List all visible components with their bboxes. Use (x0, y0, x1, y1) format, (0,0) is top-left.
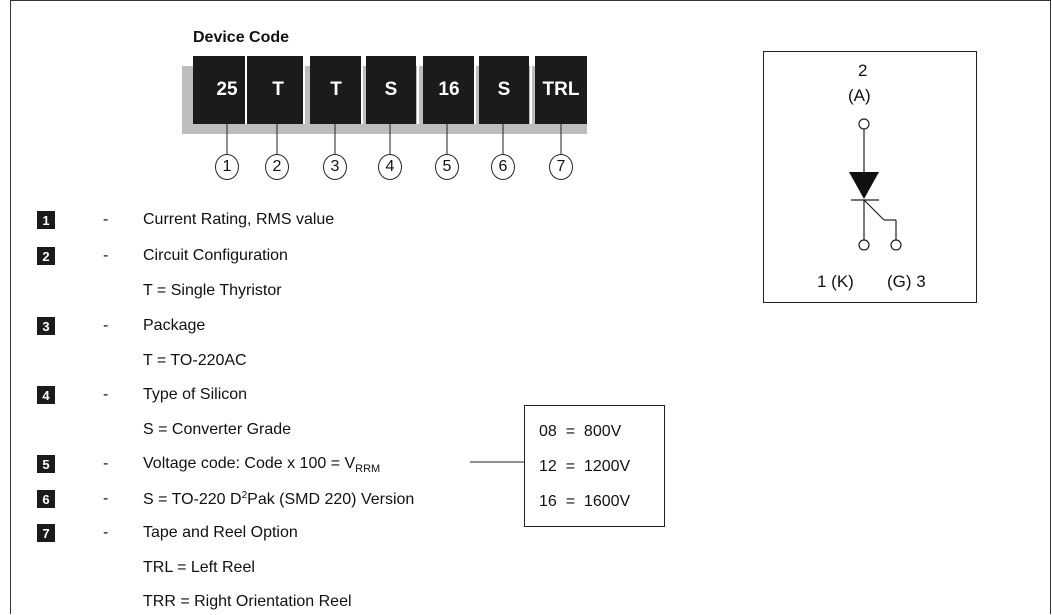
legend-badge-6: 6 (37, 490, 55, 508)
legend-text-3: Package (143, 317, 206, 334)
legend-dash-4: - (103, 386, 109, 403)
voltage-code: 08 (539, 423, 557, 440)
gate-label: (G) 3 (887, 272, 926, 291)
legend-text-6-superscript: 2 (241, 490, 248, 501)
voltage-value: 1200V (583, 458, 631, 475)
legend-subtext-2: T = Single Thyristor (143, 282, 282, 299)
device-code-title: Device Code (193, 29, 290, 46)
code-box-5: 16 (423, 56, 475, 124)
voltage-value: 800V (583, 423, 622, 440)
legend-text-5: Voltage code: Code x 100 = VRRM (143, 455, 380, 475)
anode-pin-number: 2 (858, 61, 868, 80)
position-marker-4: 4 (378, 154, 402, 180)
legend-text-6: S = TO-220 D2Pak (SMD 220) Version (143, 490, 414, 509)
voltage-eq: = (565, 423, 576, 440)
voltage-row: 12 = 1200V (539, 458, 630, 476)
position-marker-1: 1 (215, 154, 239, 180)
legend-subtext-7b: TRR = Right Orientation Reel (143, 593, 352, 610)
legend-text-6-suffix: Pak (SMD 220) Version (247, 491, 415, 508)
legend-text-5-subscript: RRM (355, 463, 381, 475)
legend-badge-5: 5 (37, 455, 55, 473)
legend-subtext-7a: TRL = Left Reel (143, 559, 255, 576)
legend-badge-7: 7 (37, 524, 55, 542)
voltage-eq: = (565, 493, 576, 510)
voltage-value: 1600V (583, 493, 631, 510)
position-marker-7: 7 (549, 154, 573, 180)
diode-triangle (849, 172, 879, 199)
legend-text-7: Tape and Reel Option (143, 524, 298, 541)
position-marker-5: 5 (435, 154, 459, 180)
legend-badge-1: 1 (37, 211, 55, 229)
legend-text-4: Type of Silicon (143, 386, 248, 403)
code-box-4: S (366, 56, 416, 124)
anode-label: (A) (848, 86, 871, 105)
code-box-6: S (479, 56, 529, 124)
voltage-eq: = (565, 458, 576, 475)
legend-text-2: Circuit Configuration (143, 247, 288, 264)
legend-subtext-3: T = TO-220AC (143, 352, 247, 369)
cathode-label: 1 (K) (817, 272, 854, 291)
code-box-7: TRL (535, 56, 587, 124)
code-box-3: T (310, 56, 362, 124)
legend-text-1: Current Rating, RMS value (143, 211, 335, 228)
legend-badge-3: 3 (37, 317, 55, 335)
legend-text-6-prefix: S = TO-220 D (143, 491, 242, 508)
position-marker-6: 6 (491, 154, 515, 180)
code-box-2: T (253, 56, 303, 124)
legend-subtext-4: S = Converter Grade (143, 421, 292, 438)
code-box-1: 25 (193, 56, 261, 124)
voltage-row: 08 = 800V (539, 423, 621, 441)
legend-badge-4: 4 (37, 386, 55, 404)
legend-dash-2: - (103, 247, 109, 264)
legend-dash-1: - (103, 211, 109, 228)
thyristor-symbol-box (763, 51, 977, 303)
legend-dash-3: - (103, 317, 109, 334)
position-marker-2: 2 (265, 154, 289, 180)
legend-dash-6: - (103, 490, 109, 507)
voltage-code-table: 08 = 800V 12 = 1200V 16 = 1600V (524, 405, 665, 527)
legend-dash-7: - (103, 524, 109, 541)
legend-badge-2: 2 (37, 247, 55, 265)
legend-dash-5: - (103, 455, 109, 472)
voltage-row: 16 = 1600V (539, 493, 630, 511)
voltage-code: 12 (539, 458, 557, 475)
position-marker-3: 3 (323, 154, 347, 180)
legend-text-5-prefix: Voltage code: Code x 100 = V (143, 455, 356, 472)
diagram-frame (10, 0, 1051, 614)
voltage-code: 16 (539, 493, 557, 510)
